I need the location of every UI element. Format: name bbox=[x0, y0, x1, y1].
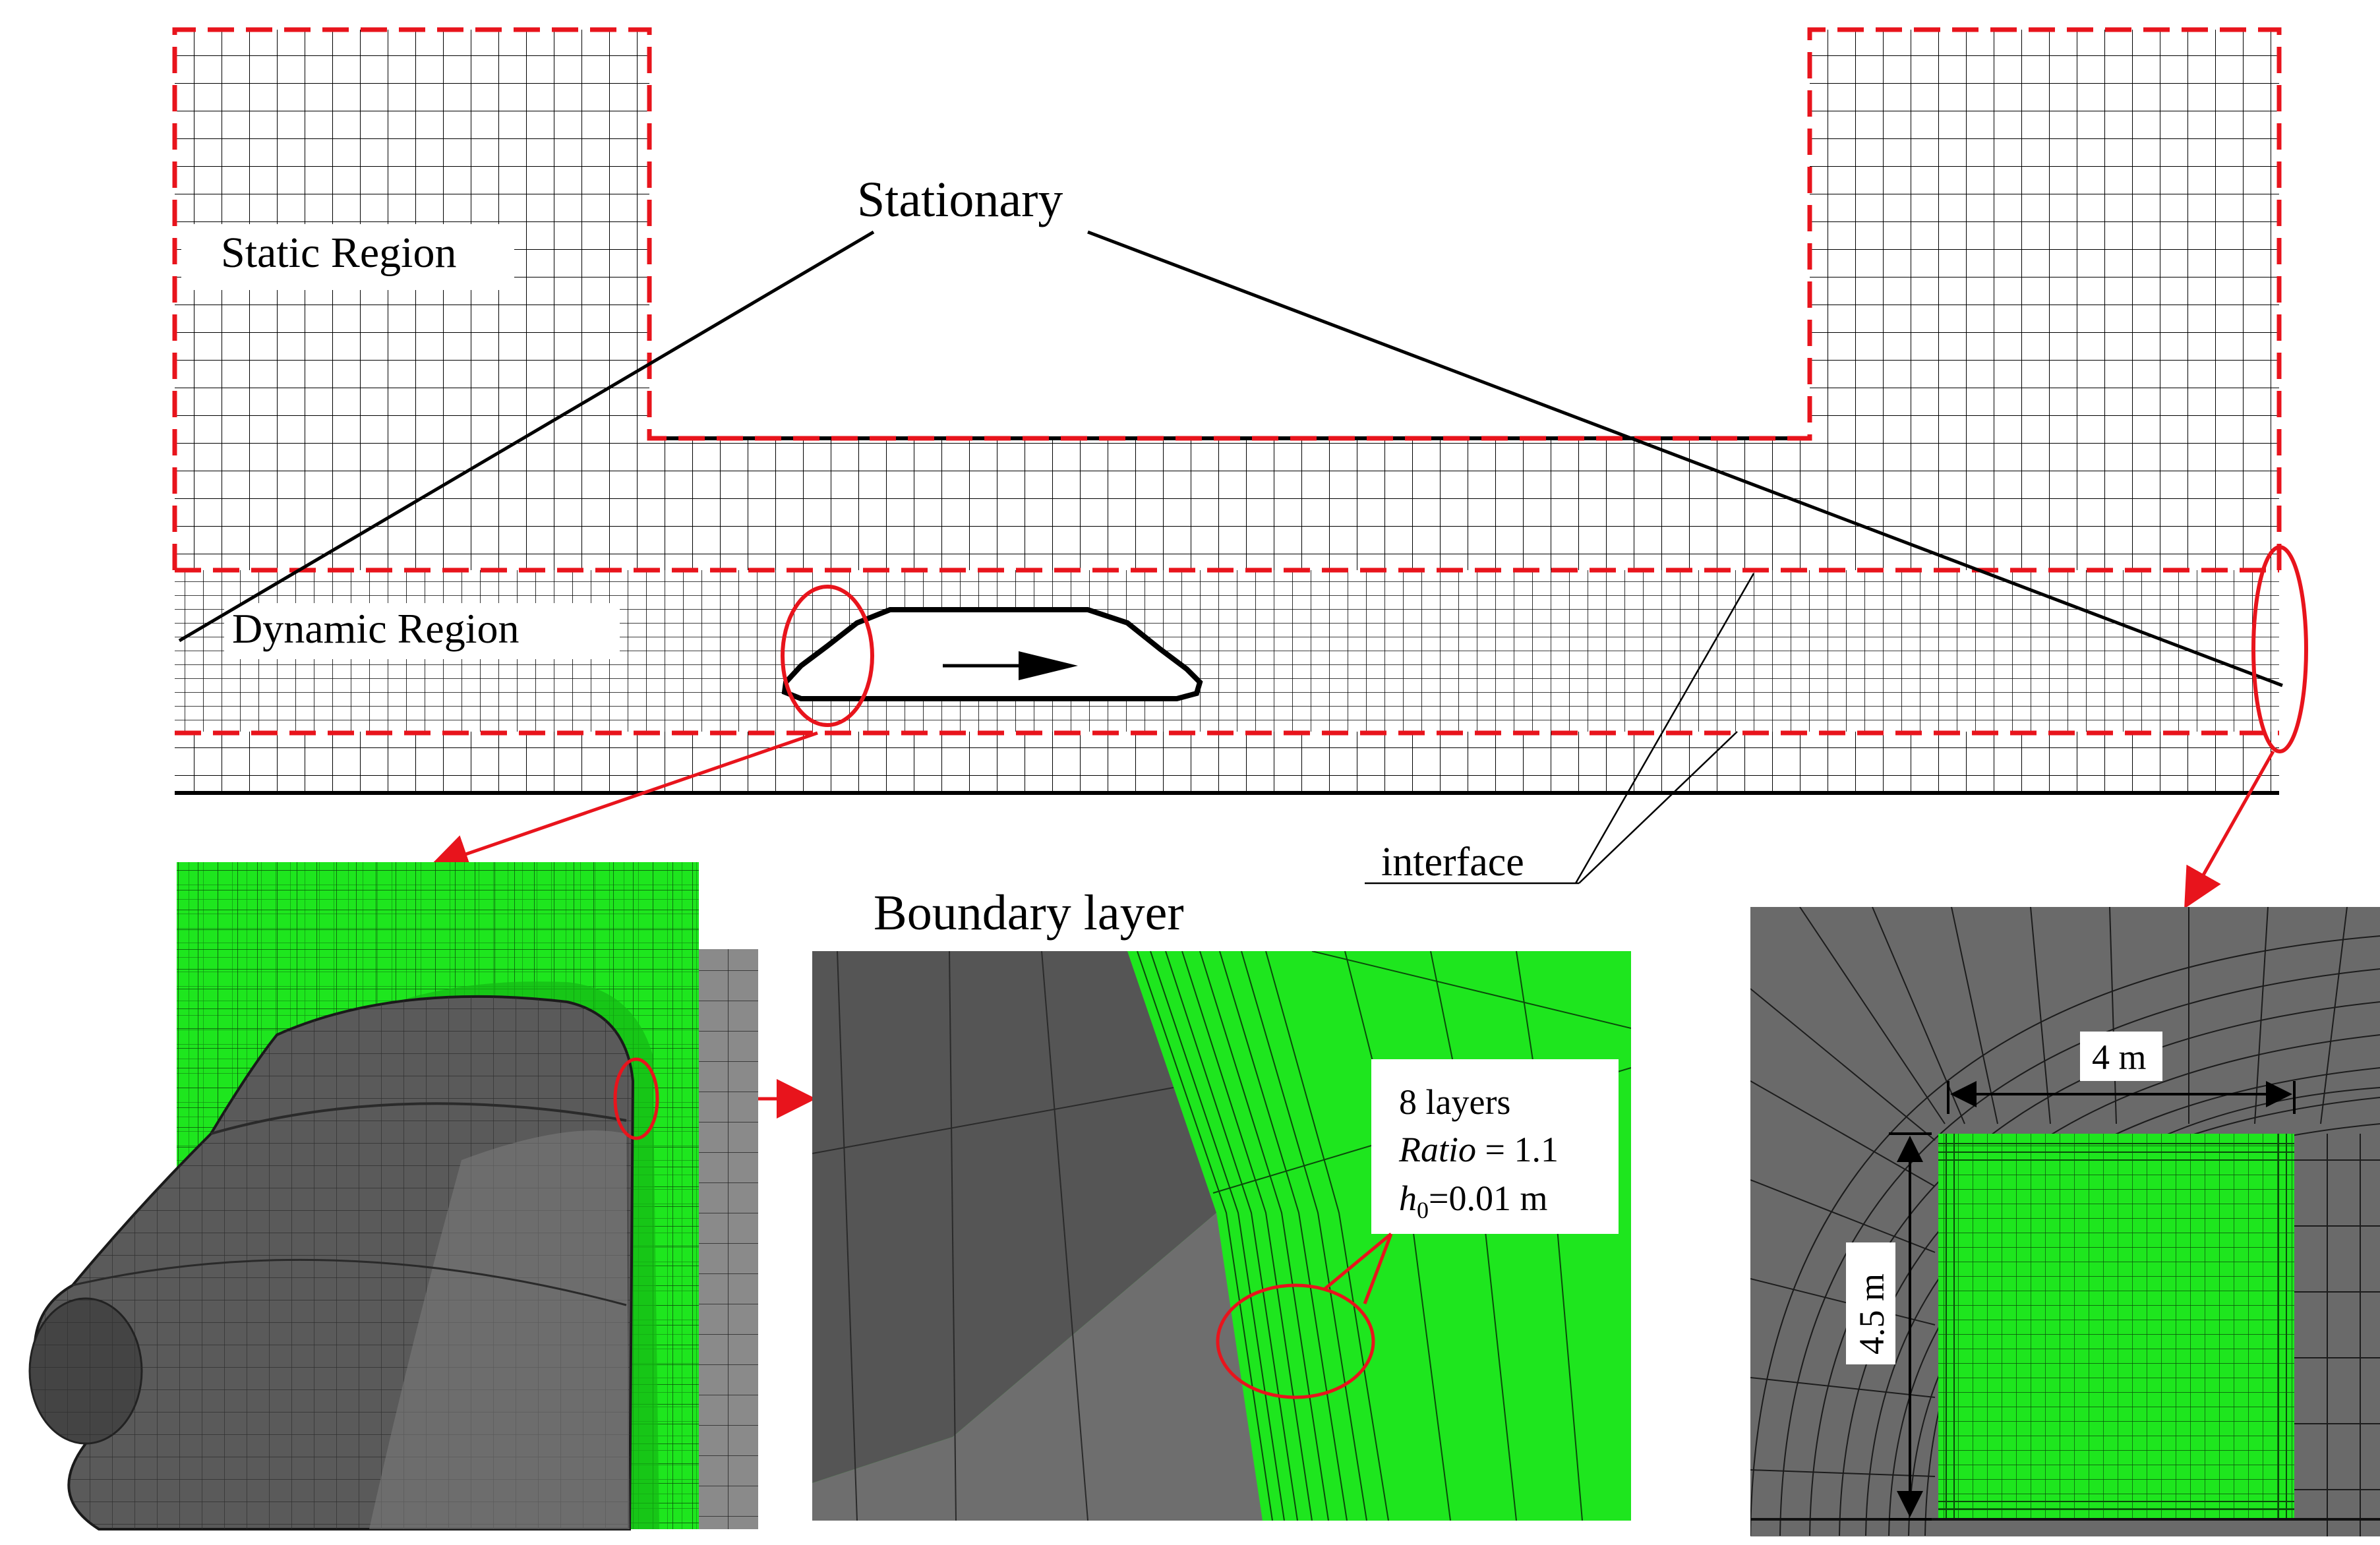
bl-info-box bbox=[1371, 1059, 1619, 1234]
dynamic-region-label-bg bbox=[224, 603, 620, 659]
dynamic-region-label: Dynamic Region bbox=[232, 605, 519, 652]
dimension-height-label: 4.5 m bbox=[1852, 1273, 1891, 1355]
dimension-height: 4.5 m bbox=[1846, 1132, 1932, 1521]
direction-arrow bbox=[943, 651, 1078, 680]
static-region-label: Static Region bbox=[221, 229, 456, 277]
dimension-width: 4 m bbox=[1947, 1032, 2296, 1114]
static-region-label-bg bbox=[181, 224, 514, 290]
bl-layers-text: 8 layers bbox=[1399, 1082, 1510, 1122]
interface-label: interface bbox=[1381, 840, 1524, 885]
interface-highlight-ellipse bbox=[2251, 545, 2308, 753]
interface-pointer-lines bbox=[1365, 573, 1755, 885]
stationary-label: Stationary bbox=[857, 172, 1063, 227]
static-region-boundary bbox=[172, 27, 2282, 573]
stationary-label-bg bbox=[850, 168, 1101, 231]
bl-h0-text: h0=0.01 m bbox=[1399, 1179, 1547, 1223]
boundary-layer-panel: 8 layers Ratio = 1.1 h0=0.01 m bbox=[812, 951, 1631, 1521]
domain-mesh bbox=[175, 30, 2279, 792]
dimension-width-label: 4 m bbox=[2092, 1037, 2147, 1077]
nose-mesh-panel bbox=[28, 862, 758, 1530]
nose-highlight-ellipse bbox=[781, 585, 874, 727]
train-outline bbox=[781, 607, 1203, 701]
interface-label-bg bbox=[1375, 836, 1572, 882]
bl-ratio-text: Ratio = 1.1 bbox=[1398, 1130, 1559, 1169]
boundary-layer-title: Boundary layer bbox=[874, 885, 1184, 941]
bl-highlight-ellipse bbox=[613, 1057, 659, 1140]
stationary-pointer-lines bbox=[178, 230, 2283, 687]
bl-callout bbox=[1216, 1233, 1393, 1399]
cross-section-panel bbox=[1750, 907, 2380, 1536]
